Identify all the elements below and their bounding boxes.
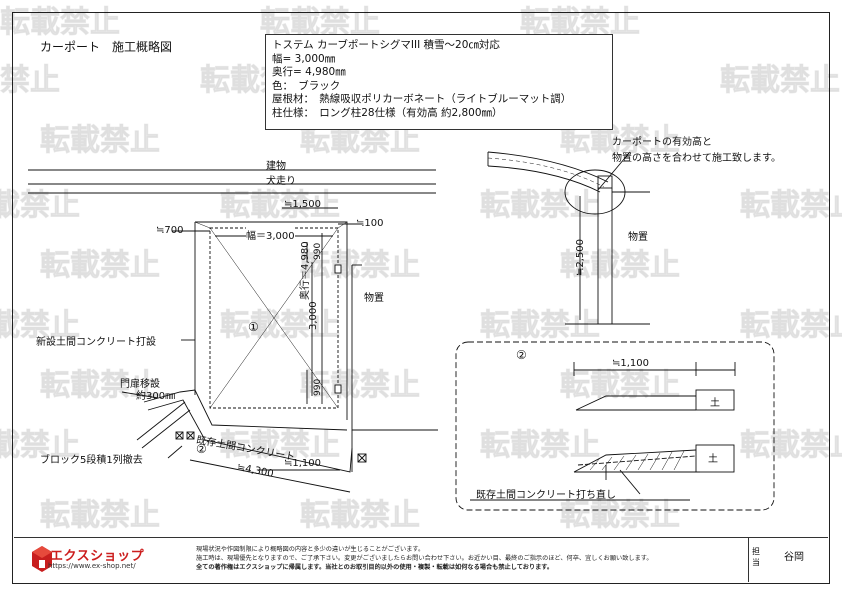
spec-line: 屋根材： 熱線吸収ポリカーボネート（ライトブルーマット調） (272, 93, 572, 105)
logo-url: https://www.ex-shop.net/ (48, 562, 136, 570)
spec-line: 奥行= 4,980㎜ (272, 66, 346, 78)
watermark-text: 転載禁止 (40, 368, 160, 403)
watermark-text: 転載禁止 (480, 308, 600, 343)
spec-line: トステム カーブポートシグマIII 積雪～20㎝対応 (272, 39, 500, 51)
area-2-marker: ② (196, 442, 207, 456)
watermark-text: 転載禁止 (0, 63, 60, 98)
dim-700: ≒700 (156, 225, 184, 236)
dim-100: ≒100 (356, 218, 384, 229)
side-roof-bottom (487, 165, 601, 193)
dim-1100-plan: ≒1,100 (284, 458, 322, 469)
gate-move-label: 門扉移設 (120, 379, 160, 390)
footer-notes: 現場状況や作図制限により概略図の内容と多少の違いが生じることがございます。 施工… (196, 545, 653, 572)
side-roof-top (487, 151, 609, 183)
focus-ellipse (564, 169, 626, 215)
spec-line: 幅= 3,000㎜ (272, 52, 336, 65)
staff-name: 谷岡 (784, 552, 804, 563)
detail-slope-lower (573, 449, 697, 473)
storage-label-plan: 物置 (364, 293, 384, 304)
storage-label-side: 物置 (628, 232, 648, 243)
side-roof-bracket (597, 175, 613, 189)
drawing-frame (12, 12, 830, 584)
spec-line: 色： ブラック (272, 79, 341, 92)
width-label: 幅＝3,000 (246, 227, 295, 242)
side-note-line2: 物置の高さを合わせて施工致します。 (612, 153, 781, 164)
tanto-cell (748, 537, 767, 582)
block-remove-label: ブロック5段積1列撤去 (40, 455, 143, 466)
roof-diagonal (209, 227, 339, 409)
watermark-text: 転載禁止 (40, 123, 160, 158)
watermark-text: 転載禁止 (560, 498, 680, 533)
tanto-label: 担当 (752, 547, 760, 567)
pillar (334, 384, 342, 394)
footer-bar (14, 537, 828, 583)
dim-990-top: 990 (313, 242, 323, 260)
watermark-text: 転載禁止 (220, 308, 340, 343)
watermark-text: 転載禁止 (220, 428, 340, 463)
soil-label-lower: 土 (708, 454, 718, 465)
watermark-text: 転載禁止 (40, 498, 160, 533)
dim-3000: 3,000 (308, 301, 319, 330)
watermark-text: 転載禁止 (740, 188, 842, 223)
watermark-text: 転載禁止 (720, 63, 840, 98)
block-marker (175, 431, 184, 440)
height-label: ≒2,500 (575, 238, 586, 276)
side-note-line1: カーポートの有効高と (612, 137, 712, 148)
note-line: 施工時は、現場優先となりますので、ご了承下さい。変更がございましたらお問い合わせ… (196, 555, 653, 562)
pillar (334, 264, 342, 274)
redo-concrete-label: 既存土間コンクリート打ち直し (476, 490, 616, 501)
roof-dashed-outline (209, 227, 339, 409)
driveway-edge (143, 389, 348, 431)
new-concrete-label: 新設土間コンクリート打設 (36, 337, 156, 348)
detail-box (455, 341, 775, 511)
soil-label-upper: 土 (710, 398, 720, 409)
house-logo-icon (32, 546, 52, 572)
watermark-text: 転載禁止 (740, 308, 842, 343)
building-label: 建物 (266, 161, 286, 172)
watermark-text: 転載禁止 (0, 188, 80, 223)
gate-line (136, 401, 186, 441)
drawing-title: カーポート 施工概略図 (40, 40, 173, 54)
note-line: 全ての著作権はエクスショップに帰属します。当社とのお取引目的以外の使用・複製・転… (196, 564, 554, 571)
driveway-edge-inner (147, 399, 353, 473)
logo-name: エクスショップ (50, 549, 145, 564)
dim-1500: ≒1,500 (284, 199, 322, 210)
watermark-text: 転載禁止 (0, 428, 80, 463)
spec-box: トステム カーブポートシグマIII 積雪～20㎝対応 幅= 3,000㎜ 奥行=… (265, 34, 613, 130)
detail-dim-1100: ≒1,100 (612, 358, 650, 369)
watermark-text: 転載禁止 (560, 368, 680, 403)
dim-990-bottom: 990 (313, 378, 323, 396)
watermark-text: 転載禁止 (0, 308, 80, 343)
watermark-text: 転載禁止 (0, 5, 120, 40)
watermark-text: 転載禁止 (740, 428, 842, 463)
detail-slope-upper (575, 395, 696, 411)
note-line: 現場状況や作図制限により概略図の内容と多少の違いが生じることがございます。 (196, 546, 425, 553)
carport-outline (195, 221, 348, 420)
watermark-text: 転載禁止 (40, 248, 160, 283)
company-logo (26, 540, 166, 578)
watermark-text: 転載禁止 (300, 498, 420, 533)
gate-distance-label: 約300㎜ (136, 391, 176, 402)
porch-label: 犬走り (266, 176, 296, 187)
watermark-text: 転載禁止 (220, 188, 340, 223)
dim-line-4300 (189, 459, 351, 493)
watermark-text: 転載禁止 (300, 368, 420, 403)
watermark-text: 転載禁止 (480, 428, 600, 463)
depth-label: 奥行＝4,980 (300, 241, 311, 300)
detail-number: ② (516, 348, 527, 362)
spec-line: 柱仕様： ロング柱28仕様（有効高 約2,800㎜） (272, 106, 503, 119)
area-1-marker: ① (248, 320, 259, 334)
